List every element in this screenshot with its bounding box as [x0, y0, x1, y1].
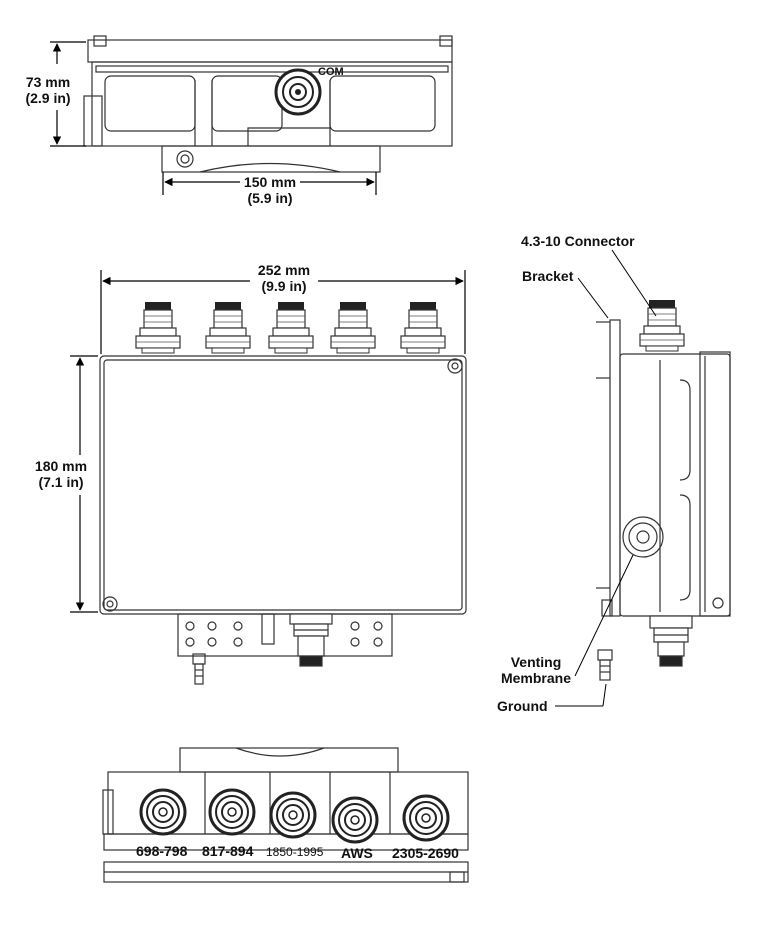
com-label: COM: [318, 66, 344, 78]
top-view: [83, 35, 453, 173]
band-label-5: 2305-2690: [392, 845, 459, 861]
front-height-mm: 180 mm: [34, 458, 88, 474]
front-connectors: [135, 301, 446, 354]
ground-callout: Ground: [497, 698, 548, 714]
band-label-1: 698-798: [136, 843, 188, 859]
front-height-in: (7.1 in): [38, 474, 84, 490]
front-view: [99, 355, 467, 685]
top-width-mm: 150 mm: [243, 174, 297, 190]
side-connector-bottom: [649, 615, 693, 667]
callout-leaders: [555, 249, 657, 707]
band-label-4: AWS: [341, 845, 373, 861]
venting-line1: Venting: [510, 654, 562, 670]
top-view-dimensions: [50, 41, 377, 195]
front-width-mm: 252 mm: [257, 262, 311, 278]
band-label-3: 1850-1995: [266, 845, 324, 859]
front-view-dimensions: [70, 270, 466, 613]
top-width-in: (5.9 in): [247, 190, 293, 206]
top-width-label: 150 mm (5.9 in): [230, 174, 310, 206]
com-port: [274, 68, 322, 116]
com-connector-bottom: [289, 613, 333, 667]
side-connector-top: [639, 299, 685, 352]
front-width-label: 252 mm (9.9 in): [244, 262, 324, 294]
venting-membrane-callout: Venting Membrane: [496, 654, 576, 686]
connector-callout: 4.3-10 Connector: [521, 233, 635, 249]
top-height-mm: 73 mm: [25, 74, 71, 90]
front-width-in: (9.9 in): [261, 278, 307, 294]
bottom-view: [102, 747, 469, 883]
front-height-label: 180 mm (7.1 in): [26, 458, 96, 490]
band-label-2: 817-894: [202, 843, 254, 859]
top-height-in: (2.9 in): [25, 90, 71, 106]
top-height-label: 73 mm (2.9 in): [18, 74, 78, 106]
bracket-callout: Bracket: [522, 268, 574, 284]
venting-line2: Membrane: [500, 670, 572, 686]
